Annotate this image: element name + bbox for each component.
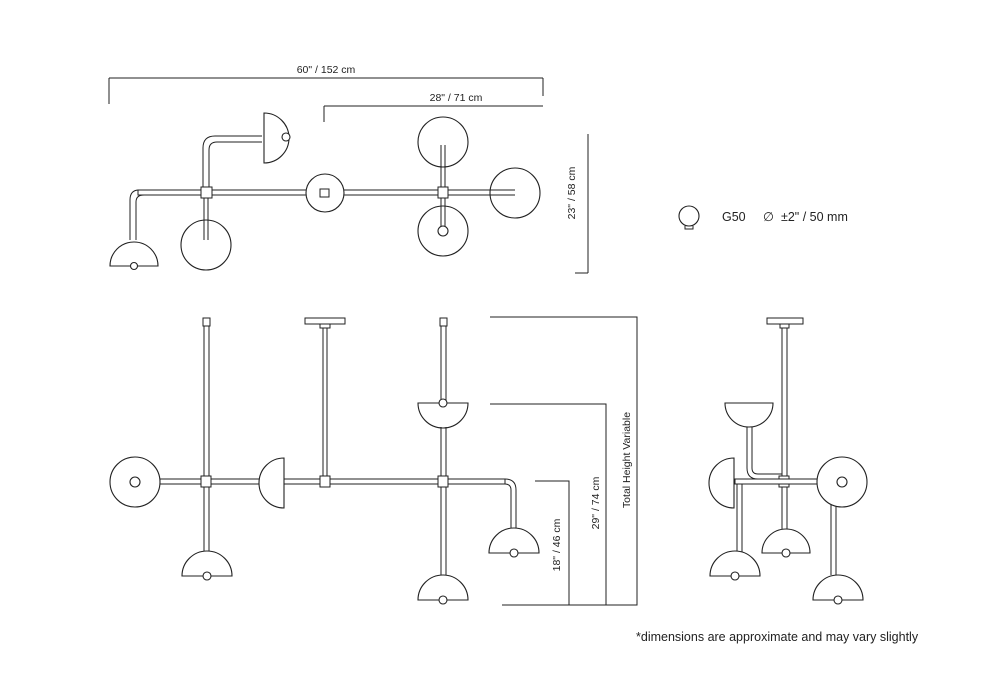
overall-width-dimension: 60" / 152 cm: [108, 64, 544, 104]
drop-short-label: 18" / 46 cm: [551, 518, 563, 571]
plan-left-shade: [109, 241, 159, 267]
bulb-spec: G50 ∅ ±2" / 50 mm: [678, 205, 848, 230]
front-shade-bottom: [417, 574, 469, 601]
plan-canopy-mount: [319, 188, 330, 198]
diameter-symbol: ∅: [763, 210, 774, 224]
plan-disc-upper-right: [417, 116, 469, 168]
front-shade-right: [488, 527, 540, 554]
partial-width-label: 28" / 71 cm: [430, 92, 483, 104]
plan-disc-lower-left: [180, 219, 232, 271]
plan-lower-right-bulb: [437, 225, 449, 237]
front-main-bar: [159, 478, 506, 485]
side-shade-left: [708, 457, 735, 509]
side-shade-lower-right: [812, 574, 864, 601]
front-shade-upper: [417, 402, 469, 429]
total-height-dimension: Total Height Variable: [490, 316, 638, 606]
plan-left-arm: [129, 189, 145, 240]
front-shade-side: [258, 457, 285, 509]
front-stem-cap-left: [202, 317, 211, 327]
bulb-model: G50: [722, 210, 746, 224]
drop-long-label: 29" / 74 cm: [590, 476, 602, 529]
front-stem-cap-right: [439, 317, 448, 327]
front-elevation: 18" / 46 cm 29" / 74 cm Total Height Var…: [109, 316, 638, 606]
plan-view: 60" / 152 cm 28" / 71 cm 23" / 58 cm: [108, 64, 589, 274]
side-elevation: [708, 317, 868, 605]
plan-joint-right: [437, 186, 449, 199]
front-canopy: [304, 317, 346, 325]
drop-short-dimension: 18" / 46 cm: [502, 480, 570, 606]
plan-disc-far-right: [489, 167, 541, 219]
side-shade-lower-left: [709, 550, 761, 577]
plan-depth-label: 23" / 58 cm: [566, 166, 578, 219]
plan-left-bulb: [129, 261, 139, 271]
bulb-icon: [678, 205, 700, 227]
total-height-label: Total Height Variable: [621, 412, 633, 508]
plan-upper-arm: [202, 135, 262, 187]
side-shade-lower-center: [761, 528, 811, 554]
plan-joint-left: [200, 186, 213, 199]
drop-long-dimension: 29" / 74 cm: [490, 403, 607, 606]
side-shade-upper: [724, 402, 774, 428]
disclaimer-note: *dimensions are approximate and may vary…: [636, 630, 919, 644]
overall-width-label: 60" / 152 cm: [297, 64, 356, 76]
front-right-arm: [504, 478, 517, 530]
plan-upper-bulb: [281, 132, 291, 142]
front-shade-left: [181, 550, 233, 577]
plan-depth-dimension: 23" / 58 cm: [566, 134, 589, 274]
bulb-diameter: ±2" / 50 mm: [781, 210, 848, 224]
side-canopy: [766, 317, 804, 325]
partial-width-dimension: 28" / 71 cm: [323, 92, 543, 122]
